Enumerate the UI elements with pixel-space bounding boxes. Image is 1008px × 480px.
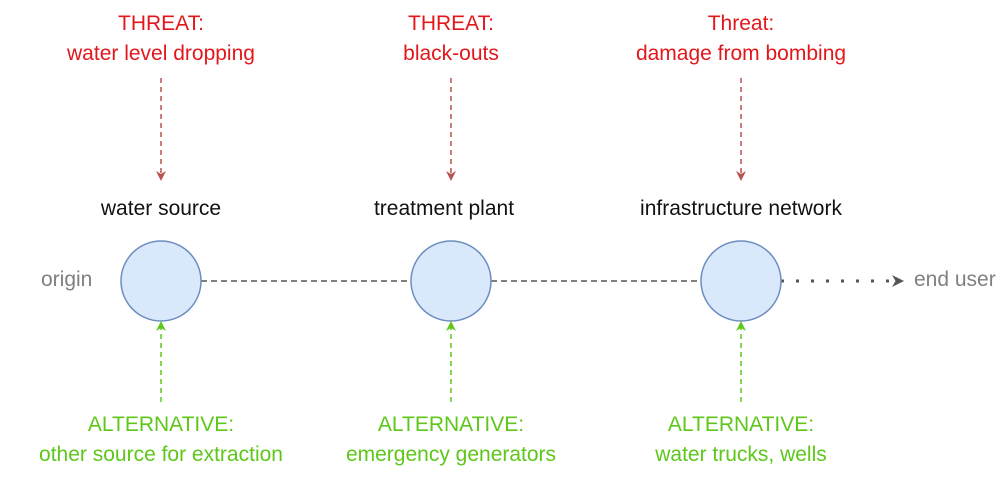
alternative-description: emergency generators [345, 443, 557, 466]
alternative-block-2: ALTERNATIVE: emergency generators [301, 410, 601, 470]
alternative-title: ALTERNATIVE: [377, 413, 525, 436]
threat-title: THREAT: [118, 12, 204, 35]
threat-block-1: THREAT: water level dropping [11, 9, 311, 69]
node-treatment-plant [410, 240, 492, 322]
stage-label-infrastructure-network: infrastructure network [640, 197, 842, 220]
threat-title: Threat: [707, 12, 775, 35]
end-user-label: end user [914, 268, 996, 291]
alternative-title: ALTERNATIVE: [87, 413, 235, 436]
threat-block-3: Threat: damage from bombing [591, 9, 891, 69]
node-water-source [120, 240, 202, 322]
threat-description: water level dropping [67, 42, 255, 65]
alternative-title: ALTERNATIVE: [667, 413, 815, 436]
threat-description: black-outs [403, 42, 499, 65]
threat-block-2: THREAT: black-outs [301, 9, 601, 69]
alternative-block-3: ALTERNATIVE: water trucks, wells [591, 410, 891, 470]
alternative-description: water trucks, wells [655, 443, 827, 466]
threat-description: damage from bombing [635, 42, 847, 65]
stage-label-water-source: water source [100, 197, 222, 220]
stage-label-treatment-plant: treatment plant [373, 197, 515, 220]
alternative-description: other source for extraction [39, 443, 283, 466]
alternative-block-1: ALTERNATIVE: other source for extraction [0, 410, 322, 470]
threat-title: THREAT: [408, 12, 494, 35]
node-infrastructure-network [700, 240, 782, 322]
origin-label: origin [41, 268, 93, 291]
